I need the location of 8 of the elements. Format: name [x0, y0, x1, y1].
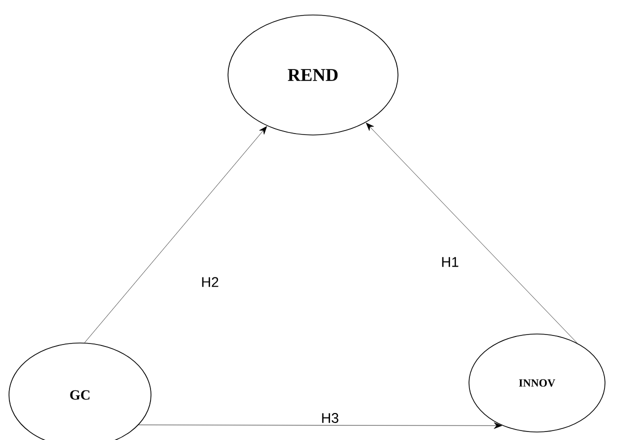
edge-label: H1 [440, 256, 460, 268]
ellipse-node: REND [228, 14, 398, 136]
edge-label: H3 [320, 412, 340, 424]
edge-label: H2 [200, 276, 220, 288]
arrow [84, 126, 267, 343]
ellipse-node: INNOV [468, 334, 606, 432]
arrow [138, 422, 502, 429]
arrow [366, 122, 578, 344]
